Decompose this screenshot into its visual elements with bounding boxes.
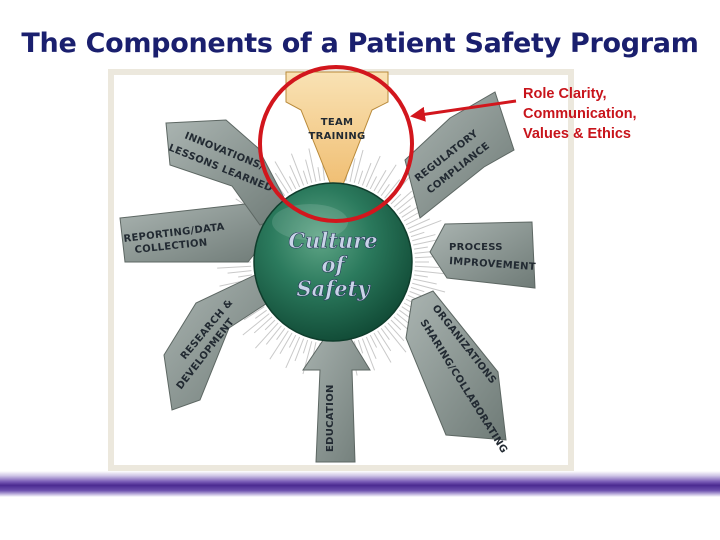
burst-ray bbox=[409, 219, 442, 234]
burst-ray bbox=[380, 328, 390, 340]
center-line-2: of bbox=[321, 252, 348, 277]
burst-ray bbox=[217, 265, 252, 269]
burst-ray bbox=[274, 172, 289, 194]
burst-ray bbox=[308, 148, 317, 182]
burst-ray bbox=[361, 338, 376, 371]
center-line-3: Safety bbox=[296, 276, 371, 301]
burst-ray bbox=[414, 270, 449, 275]
label-team-training-1: TEAM bbox=[321, 117, 354, 128]
arrow-education bbox=[302, 317, 371, 463]
arrow-organizations-sharing bbox=[405, 290, 507, 441]
arrow-process-improvement bbox=[429, 221, 536, 289]
burst-ray bbox=[265, 325, 282, 345]
burst-ray bbox=[380, 184, 390, 196]
burst-ray bbox=[357, 339, 364, 354]
burst-ray bbox=[390, 193, 402, 205]
callout-line-3: Values & Ethics bbox=[523, 126, 631, 142]
burst-ray bbox=[317, 167, 321, 182]
burst-ray bbox=[390, 319, 402, 331]
burst-ray bbox=[290, 153, 305, 186]
burst-ray bbox=[255, 309, 267, 319]
burst-ray bbox=[387, 322, 405, 342]
burst-ray bbox=[288, 334, 297, 348]
burst-ray bbox=[399, 309, 411, 319]
culture-of-safety-sphere bbox=[253, 182, 413, 342]
callout-text: Role Clarity, Communication, Values & Et… bbox=[523, 84, 637, 144]
center-line-1: Culture bbox=[288, 228, 377, 253]
burst-ray bbox=[377, 164, 397, 194]
burst-ray bbox=[384, 325, 407, 353]
burst-ray bbox=[302, 339, 309, 354]
burst-ray bbox=[377, 330, 392, 352]
burst-ray bbox=[412, 234, 436, 242]
burst-ray bbox=[405, 217, 419, 226]
label-process-1: PROCESS bbox=[449, 242, 503, 253]
burst-ray bbox=[412, 282, 446, 293]
burst-ray bbox=[269, 330, 289, 360]
burst-ray bbox=[264, 319, 276, 331]
burst-ray bbox=[413, 278, 437, 285]
burst-ray bbox=[302, 170, 309, 185]
slide-title: The Components of a Patient Safety Progr… bbox=[21, 28, 699, 59]
burst-ray bbox=[279, 332, 293, 355]
footer-bar bbox=[0, 471, 720, 497]
arrow-team-training bbox=[285, 71, 389, 202]
burst-ray bbox=[253, 316, 273, 334]
burst-ray bbox=[413, 246, 428, 250]
burst-ray bbox=[361, 162, 372, 186]
burst-ray bbox=[407, 218, 431, 230]
burst-ray bbox=[399, 205, 411, 215]
burst-ray bbox=[227, 270, 252, 274]
burst-ray bbox=[289, 164, 301, 188]
burst-ray bbox=[349, 158, 356, 182]
burst-ray bbox=[238, 274, 253, 278]
burst-ray bbox=[276, 328, 286, 340]
burst-ray bbox=[373, 169, 387, 192]
burst-ray bbox=[410, 231, 425, 238]
burst-ray bbox=[288, 176, 297, 190]
arrow-regulatory-compliance bbox=[404, 91, 515, 219]
arrow-research-development bbox=[163, 274, 276, 411]
burst-ray bbox=[242, 313, 270, 336]
burst-ray bbox=[353, 149, 364, 183]
sphere-highlight bbox=[272, 204, 348, 240]
label-education: EDUCATION bbox=[325, 384, 336, 452]
burst-ray bbox=[369, 176, 378, 190]
burst-ray bbox=[255, 322, 279, 349]
burst-ray bbox=[285, 336, 301, 369]
burst-ray bbox=[373, 332, 392, 363]
label-team-training-2: TRAINING bbox=[308, 131, 365, 142]
burst-ray bbox=[414, 265, 439, 269]
burst-ray bbox=[384, 179, 401, 199]
callout-line-1: Role Clarity, bbox=[523, 86, 607, 102]
burst-ray bbox=[369, 334, 378, 348]
burst-ray bbox=[305, 159, 313, 183]
burst-ray bbox=[294, 338, 305, 362]
callout-arrow bbox=[410, 99, 517, 122]
callout-line-2: Communication, bbox=[523, 106, 637, 122]
burst-ray bbox=[274, 161, 293, 192]
burst-ray bbox=[365, 336, 377, 360]
highlight-circle bbox=[258, 65, 414, 223]
burst-ray bbox=[243, 306, 265, 321]
burst-ray bbox=[393, 190, 413, 208]
burst-ray bbox=[410, 286, 425, 293]
burst-ray bbox=[365, 155, 381, 188]
burst-ray bbox=[413, 274, 428, 278]
burst-ray bbox=[357, 170, 364, 185]
